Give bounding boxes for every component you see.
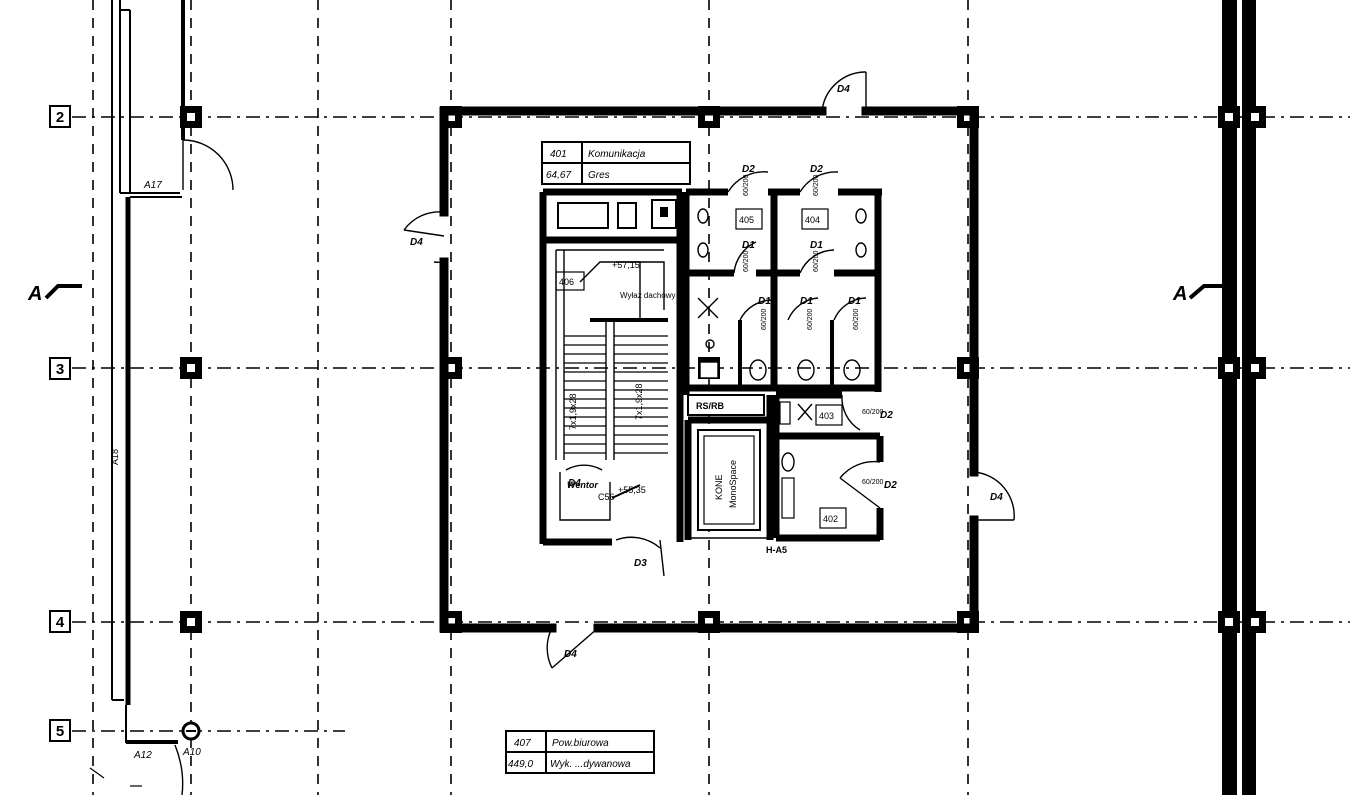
door-tag-stair-out: D3 — [634, 558, 647, 569]
toilets: 405 404 D2 D2 D1 D1 D1 D1 D1 60/200 60/2… — [682, 164, 882, 395]
svg-text:A: A — [27, 283, 42, 305]
lift-brand: KONE — [714, 474, 724, 500]
svg-text:A: A — [1172, 283, 1187, 305]
door-tag-stair: D4 — [568, 478, 581, 489]
svg-text:3: 3 — [56, 361, 64, 378]
axis-label-5: 5 — [49, 719, 71, 742]
column-core — [705, 618, 713, 626]
west-wall-mark: A18 — [110, 449, 120, 465]
svg-text:401: 401 — [550, 149, 567, 160]
svg-text:Wentor: Wentor — [567, 480, 598, 490]
svg-text:D1: D1 — [800, 296, 813, 307]
door-tag-bottom: D4 — [564, 649, 577, 660]
column-core — [964, 618, 972, 626]
svg-text:7x1,9x28: 7x1,9x28 — [634, 383, 644, 420]
svg-text:60/200: 60/200 — [853, 308, 860, 330]
column-core — [187, 618, 195, 626]
room-number-404: 404 — [805, 215, 820, 225]
room-number-406: 406 — [559, 277, 574, 287]
riser-label: H-A5 — [766, 545, 787, 555]
svg-text:60/200: 60/200 — [807, 308, 814, 330]
svg-text:60/200: 60/200 — [761, 308, 768, 330]
svg-text:7x1,9x28: 7x1,9x28 — [568, 393, 578, 430]
svg-text:D1: D1 — [742, 240, 755, 251]
svg-text:64,67: 64,67 — [546, 170, 571, 181]
west-tag-a12: A12 — [133, 750, 152, 761]
east-facade — [1222, 0, 1256, 795]
room-403: 403 D2 60/200 D2 60/200 402 H-A5 — [766, 391, 897, 555]
svg-text:60/200: 60/200 — [862, 479, 884, 486]
svg-text:D2: D2 — [742, 164, 755, 175]
svg-text:449,0: 449,0 — [508, 759, 533, 770]
core-doors — [403, 71, 1015, 669]
svg-text:D2: D2 — [880, 410, 893, 421]
svg-text:Wyk. ...dywanowa: Wyk. ...dywanowa — [550, 759, 631, 770]
svg-text:5: 5 — [56, 723, 64, 740]
door-tag-top: D4 — [837, 84, 850, 95]
column-core — [964, 364, 972, 372]
column-core — [1225, 618, 1233, 626]
svg-text:407: 407 — [514, 738, 531, 749]
columns — [180, 106, 1266, 633]
column-core — [447, 364, 455, 372]
svg-text:4: 4 — [56, 614, 65, 631]
column-core — [187, 364, 195, 372]
svg-text:60/200: 60/200 — [813, 174, 820, 196]
axis-label-2: 2 — [49, 105, 71, 128]
svg-text:D1: D1 — [758, 296, 771, 307]
svg-text:60/200: 60/200 — [743, 250, 750, 272]
svg-text:D2: D2 — [884, 480, 897, 491]
column-core — [1251, 364, 1259, 372]
svg-text:D1: D1 — [810, 240, 823, 251]
grid-lines-horizontal — [72, 116, 1350, 732]
svg-text:+57,15: +57,15 — [612, 260, 640, 270]
column-core — [705, 113, 713, 121]
lift-type: MonoSpace — [728, 460, 738, 508]
svg-text:C56: C56 — [598, 492, 615, 502]
lift-shaft: RS/RB KONE MonoSpace — [684, 394, 774, 540]
door-tag-right: D4 — [990, 492, 1003, 503]
room-label-407: 407 Pow.biurowa 449,0 Wyk. ...dywanowa — [505, 730, 655, 774]
room-label-401: 401 Komunikacja 64,67 Gres — [541, 141, 691, 185]
svg-text:Gres: Gres — [588, 170, 610, 181]
svg-text:Pow.biurowa: Pow.biurowa — [552, 738, 609, 749]
svg-text:+55,35: +55,35 — [618, 485, 646, 495]
west-facade: A17 A12 A10 A18 — [89, 0, 234, 795]
column-core — [964, 113, 972, 121]
svg-text:60/200: 60/200 — [813, 250, 820, 272]
section-marker-right: A — [1172, 283, 1222, 305]
room-number-405: 405 — [739, 215, 754, 225]
column-core — [447, 113, 455, 121]
west-tag-a10: A10 — [182, 747, 201, 758]
svg-text:D1: D1 — [848, 296, 861, 307]
svg-text:60/200: 60/200 — [743, 174, 750, 196]
svg-text:Komunikacja: Komunikacja — [588, 149, 646, 160]
svg-text:Wyłaz dachowy: Wyłaz dachowy — [620, 291, 676, 300]
column-core — [1251, 618, 1259, 626]
svg-text:2: 2 — [56, 109, 64, 126]
room-number-403: 403 — [819, 411, 834, 421]
axis-label-3: 3 — [49, 357, 71, 380]
svg-text:D2: D2 — [810, 164, 823, 175]
column-core — [447, 618, 455, 626]
west-tag-a17: A17 — [143, 180, 162, 191]
section-marker-left: A — [27, 283, 82, 305]
column-core — [187, 113, 195, 121]
staircase: 406 +57,15 Wyłaz dachowy 7x1,9x28 7x1,9x… — [539, 188, 684, 577]
axis-label-4: 4 — [49, 610, 71, 633]
column-core — [1225, 113, 1233, 121]
column-core — [1225, 364, 1233, 372]
column-core — [1251, 113, 1259, 121]
door-tag-left: D4 — [410, 237, 423, 248]
svg-text:60/200: 60/200 — [862, 409, 884, 416]
core-outer-walls — [439, 106, 979, 633]
shaft-label: RS/RB — [696, 401, 725, 411]
room-number-402: 402 — [823, 514, 838, 524]
